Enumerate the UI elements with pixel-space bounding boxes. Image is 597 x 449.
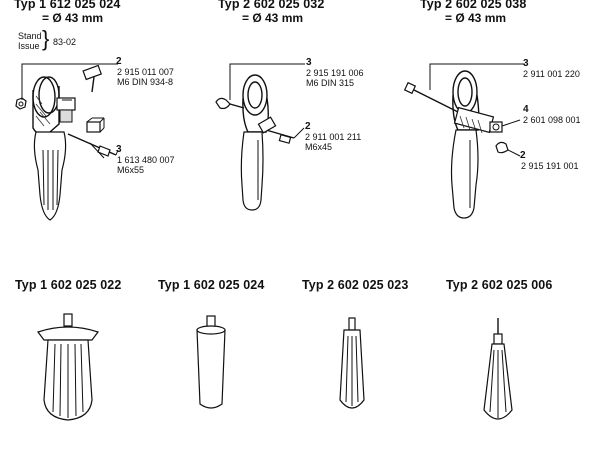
callout-index-3c: 2 — [520, 150, 526, 161]
brace-glyph: } — [42, 26, 50, 51]
typ-heading-4: Typ 1 602 025 022 — [15, 278, 122, 292]
typ-heading-5: Typ 1 602 025 024 — [158, 278, 265, 292]
callout-index-2a: 3 — [306, 57, 312, 68]
part-number-2a: 2 915 191 006 — [306, 68, 364, 78]
handle-assembly-drawing-1 — [15, 63, 119, 221]
callout-index-3a: 3 — [523, 58, 529, 69]
part-spec-2a: M6 DIN 315 — [306, 78, 355, 88]
part-number-2b: 2 911 001 211 — [305, 132, 362, 142]
part-number-3b: 2 601 098 001 — [523, 115, 581, 125]
stand-date: 83-02 — [53, 37, 77, 47]
part-number-3c: 2 915 191 001 — [521, 161, 579, 171]
issue-label: Issue — [18, 41, 40, 51]
callout-index-3b: 4 — [523, 104, 529, 115]
typ-heading-6: Typ 2 602 025 023 — [302, 278, 409, 292]
part-spec-1a: M6 DIN 934-8 — [117, 77, 174, 87]
typ-heading-3: Typ 2 602 025 038 — [420, 0, 527, 11]
diameter-3: = Ø 43 mm — [445, 11, 507, 25]
part-number-3a: 2 911 001 220 — [523, 69, 580, 79]
handle-drawing-d — [483, 318, 513, 420]
callout-index-1b: 3 — [116, 144, 122, 155]
part-number-1b: 1 613 480 007 — [117, 155, 175, 165]
handle-assembly-drawing-2 — [215, 63, 305, 211]
part-spec-1b: M6x55 — [117, 165, 145, 175]
part-number-1a: 2 915 011 007 — [117, 67, 174, 77]
diameter-1: = Ø 43 mm — [42, 11, 104, 25]
handle-row-drawings — [37, 313, 513, 421]
typ-heading-1: Typ 1 612 025 024 — [14, 0, 121, 11]
handle-drawing-a — [37, 313, 99, 421]
handle-drawing-b — [196, 315, 226, 409]
callout-index-2b: 2 — [305, 121, 311, 132]
handle-assembly-drawing-3 — [403, 63, 525, 219]
diameter-2: = Ø 43 mm — [242, 11, 304, 25]
callout-index-1a: 2 — [116, 56, 122, 67]
handle-drawing-c — [339, 317, 365, 409]
typ-heading-7: Typ 2 602 025 006 — [446, 278, 553, 292]
part-spec-2b: M6x45 — [305, 142, 333, 152]
stand-label: Stand — [18, 31, 42, 41]
typ-heading-2: Typ 2 602 025 032 — [218, 0, 325, 11]
